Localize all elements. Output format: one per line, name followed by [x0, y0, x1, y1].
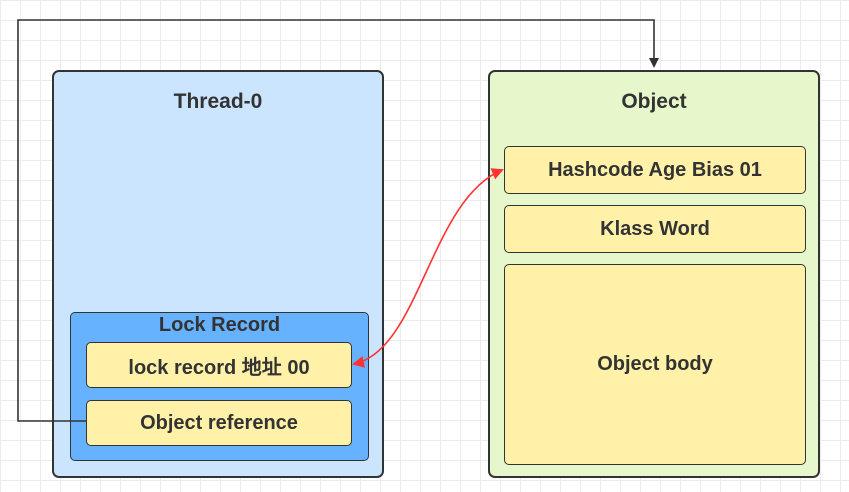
- klass-word-field: Klass Word: [504, 205, 806, 253]
- thread-title: Thread-0: [173, 90, 263, 113]
- mark-word-field: Hashcode Age Bias 01: [504, 146, 806, 194]
- lock-record-title: Lock Record: [158, 314, 281, 336]
- object-body-field: Object body: [504, 264, 806, 465]
- object-reference-field: Object reference: [86, 400, 352, 446]
- object-box: Object Hashcode Age Bias 01 Klass Word O…: [488, 70, 820, 478]
- thread-0-box: Thread-0 Lock Record lock record 地址 00 O…: [52, 70, 384, 478]
- lock-record-box: Lock Record lock record 地址 00 Object ref…: [70, 312, 369, 461]
- object-title: Object: [621, 90, 687, 113]
- lock-record-address-field: lock record 地址 00: [86, 342, 352, 388]
